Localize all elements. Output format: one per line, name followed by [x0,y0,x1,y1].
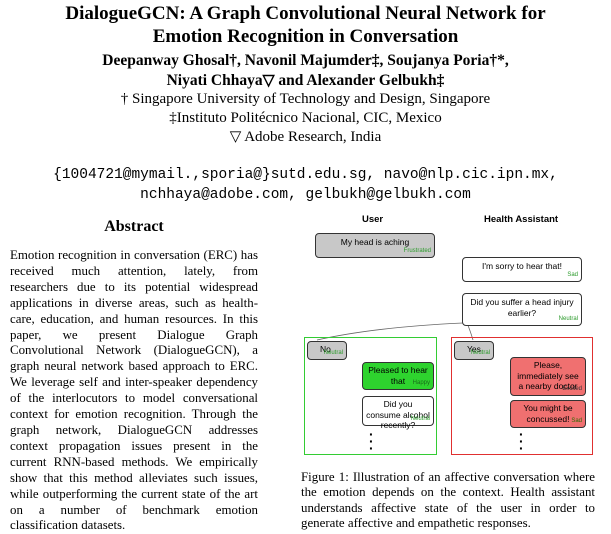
figure-caption: Figure 1: Illustration of an affective c… [301,470,595,531]
title-line-2: Emotion Recognition in Conversation [152,26,459,47]
assistant-column-label: Health Assistant [484,214,559,225]
continuation-dots: ··· [369,426,374,456]
assistant-question-text: Did you suffer a head injury earlier? [470,297,574,318]
emotion-label: Neutral [558,315,578,322]
paper-title: DialogueGCN: A Graph Convolutional Neura… [0,2,611,48]
emotion-label: Frustrated [403,247,431,254]
affiliation-1: † Singapore University of Technology and… [120,91,491,107]
assistant-followup-bubble: Did you consume alcohol recently? Neutra… [362,396,434,430]
emotion-label: Neutral [323,349,343,356]
assistant-advice-text: Please, immediately see a nearby doctor [517,360,579,391]
email-list: {1004721@mymail.,sporia@}sutd.edu.sg, na… [0,165,611,205]
author-list: Deepanway Ghosal†, Navonil Majumder‡, So… [0,51,611,91]
affiliation-3: ▽ Adobe Research, India [229,129,382,145]
continuation-dots: ··· [519,426,524,456]
user-column-label: User [362,214,384,225]
assistant-question-bubble: Did you suffer a head injury earlier? Ne… [462,293,582,326]
abstract-heading: Abstract [104,218,164,235]
emotion-label: Happy [412,379,430,386]
user-message-bubble: My head is aching Frustrated [315,233,435,258]
figure-1: User Health Assistant My head is aching … [295,212,601,460]
emotion-label: Sad [567,271,578,278]
assistant-reply-bubble: Pleased to hear that Happy [362,362,434,390]
assistant-message-bubble: I'm sorry to hear that! Sad [462,257,582,282]
email-line-2: nchhaya@adobe.com, gelbukh@gelbukh.com [140,187,471,203]
assistant-advice-bubble: Please, immediately see a nearby doctor … [510,357,586,396]
emotion-label: Sad [571,417,582,424]
branch-yes-panel: Yes Neutral Please, immediately see a ne… [451,337,593,455]
abstract-text: Emotion recognition in conversation (ERC… [10,248,258,533]
authors-line-2: Niyati Chhaya▽ and Alexander Gelbukh‡ [166,72,445,89]
affiliations: † Singapore University of Technology and… [0,90,611,147]
assistant-reply-text: Pleased to hear that [368,365,428,386]
user-message-text: My head is aching [340,237,410,247]
emotion-label: Neutral [470,349,490,356]
emotion-label: Neutral [410,415,430,422]
user-yes-bubble: Yes Neutral [454,341,494,360]
user-no-bubble: No Neutral [307,341,347,360]
assistant-followup-text: Did you consume alcohol recently? [366,399,430,430]
email-line-1: {1004721@mymail.,sporia@}sutd.edu.sg, na… [53,167,558,183]
assistant-warning-bubble: You might be concussed! Sad [510,400,586,428]
authors-line-1: Deepanway Ghosal†, Navonil Majumder‡, So… [102,52,509,69]
assistant-message-text: I'm sorry to hear that! [481,261,563,271]
branch-no-panel: No Neutral Pleased to hear that Happy Di… [304,337,437,455]
emotion-label: Excited [562,385,582,392]
user-no-text: No [320,344,331,354]
assistant-warning-text: You might be concussed! [523,403,573,424]
title-line-1: DialogueGCN: A Graph Convolutional Neura… [65,3,546,24]
user-yes-text: Yes [467,344,481,354]
affiliation-2: ‡Instituto Politécnico Nacional, CIC, Me… [169,110,442,126]
